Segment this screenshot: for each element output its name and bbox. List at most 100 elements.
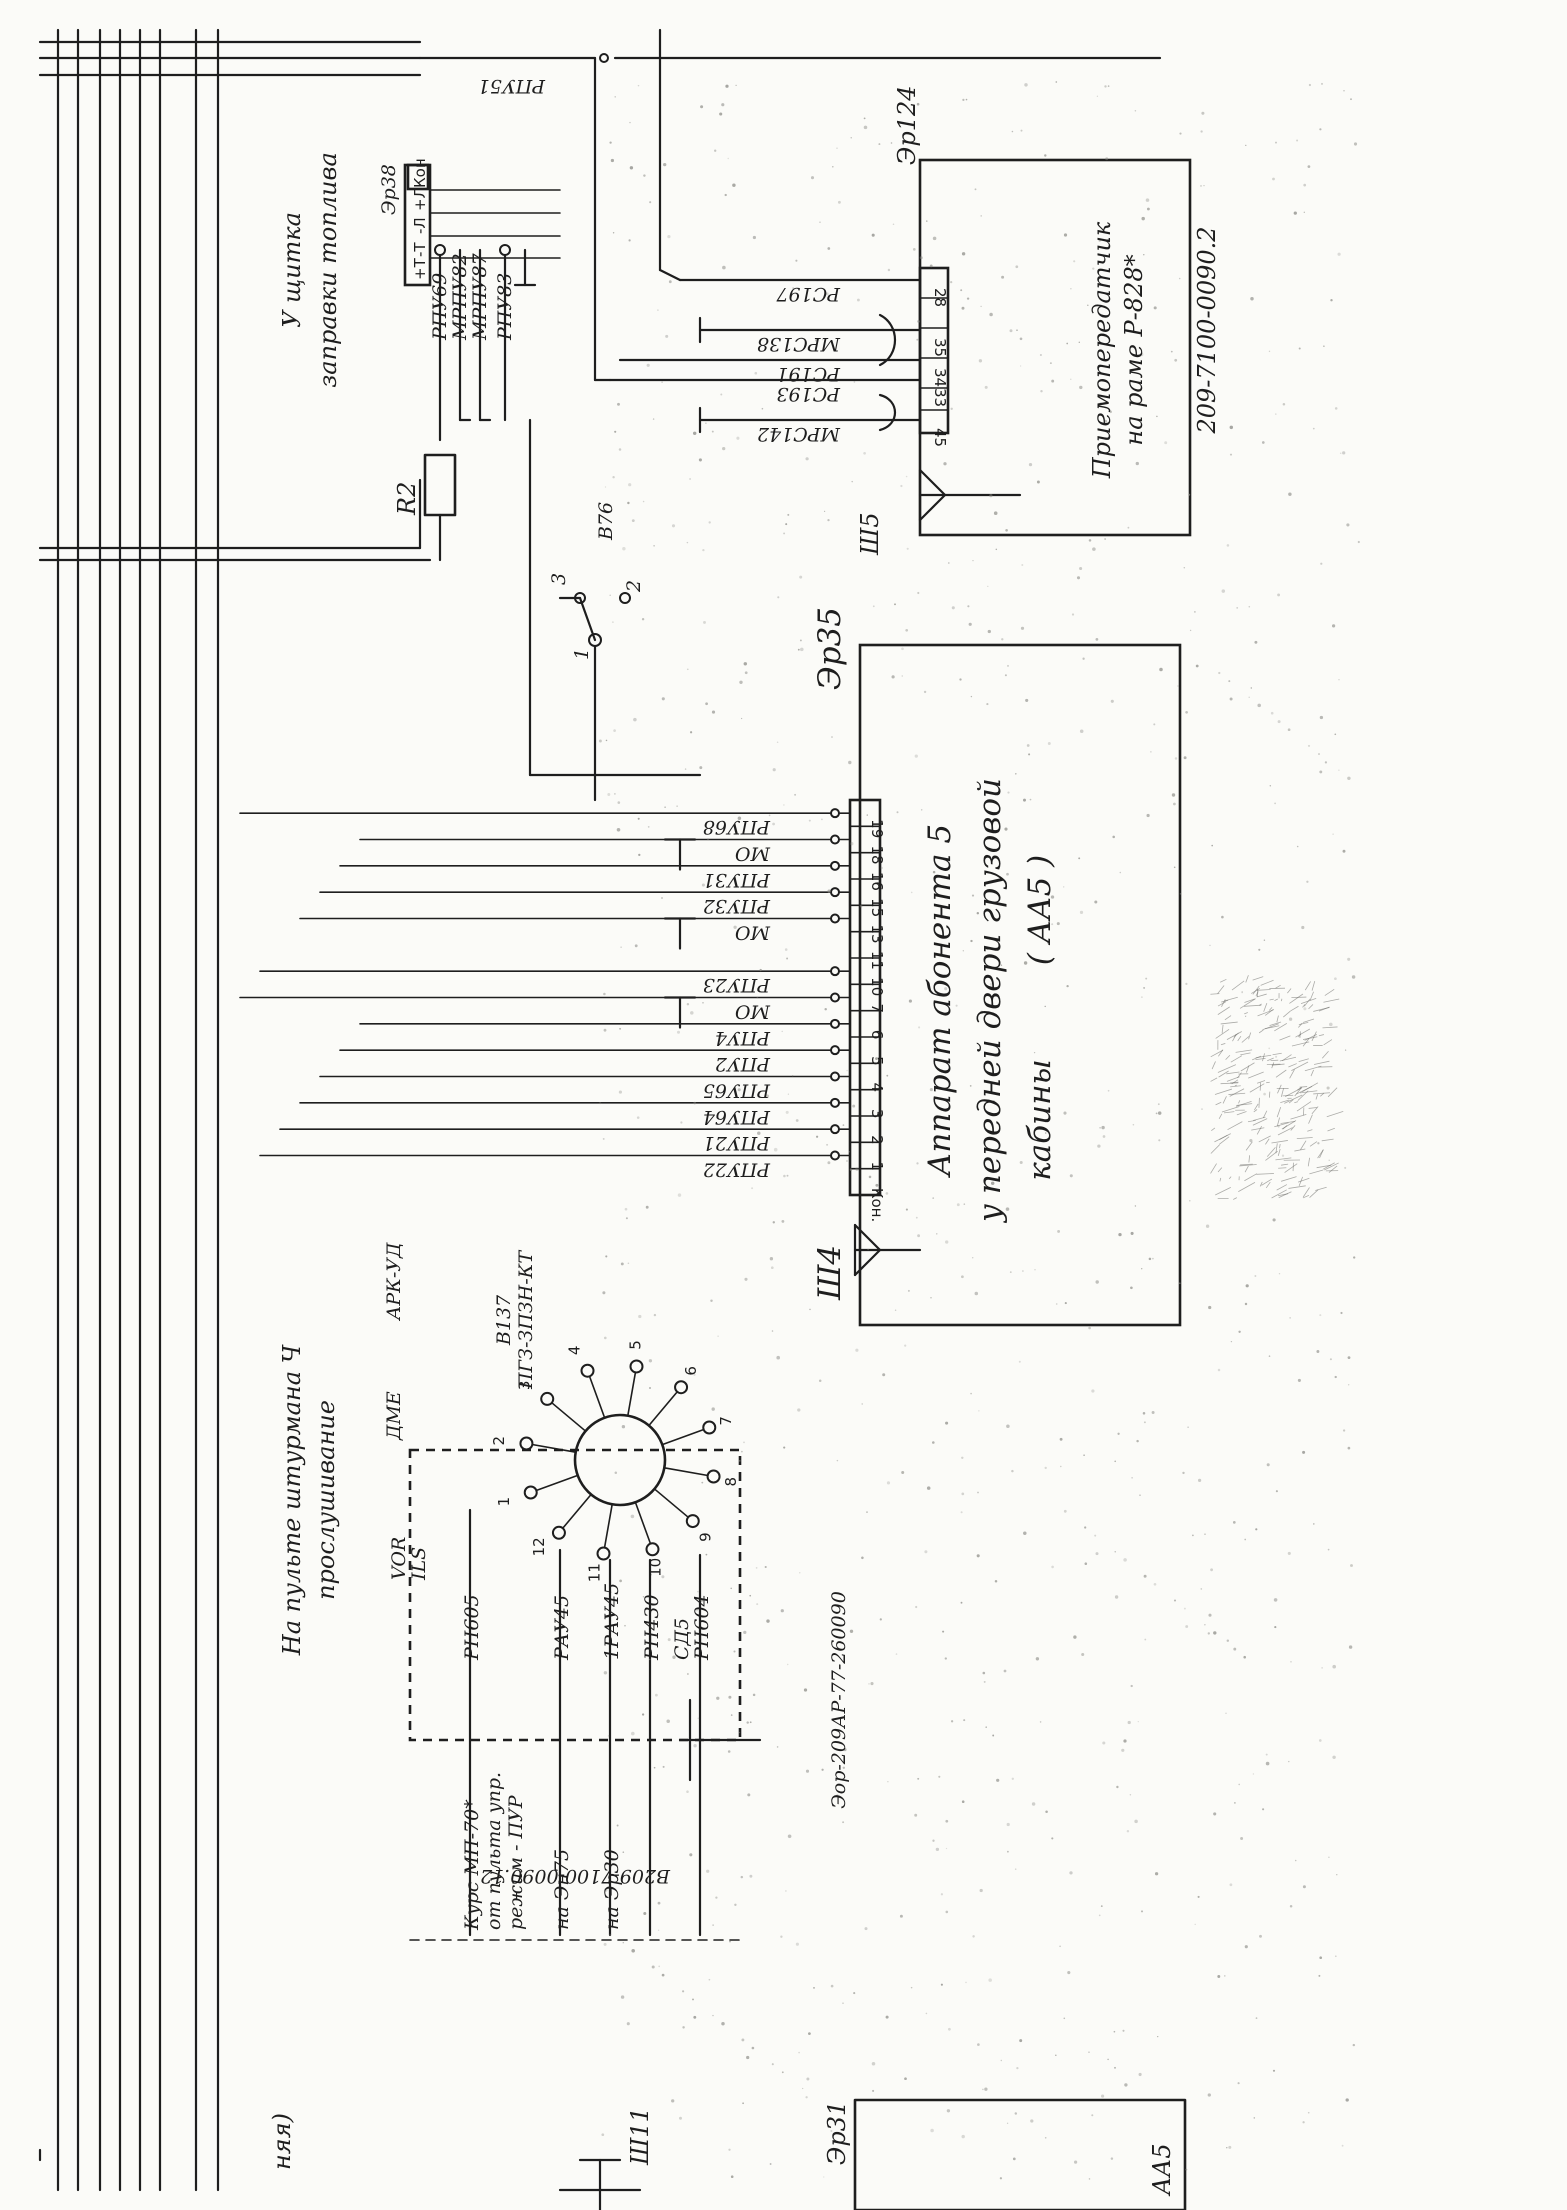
rotary-contact bbox=[702, 1420, 717, 1435]
smudge-stroke bbox=[1268, 1007, 1273, 1011]
speck bbox=[1347, 1356, 1351, 1360]
speck bbox=[929, 1088, 933, 1092]
speck bbox=[825, 292, 829, 296]
smudge-stroke bbox=[1280, 1099, 1290, 1104]
smudge-stroke bbox=[1309, 991, 1314, 1001]
speck bbox=[628, 239, 631, 242]
speck bbox=[1110, 699, 1114, 703]
speck bbox=[1137, 1720, 1139, 1723]
speck bbox=[846, 1160, 848, 1162]
speck bbox=[1334, 1375, 1337, 1379]
speck bbox=[961, 2134, 965, 2139]
speck bbox=[1272, 2069, 1276, 2072]
position-label-group: АРК-УД bbox=[383, 1242, 405, 1322]
smudge-stroke bbox=[1311, 981, 1316, 991]
aa5-pin-number-group: 16 bbox=[868, 872, 886, 891]
aa5-pin-number: 6 bbox=[868, 1030, 886, 1040]
speck bbox=[1119, 871, 1122, 874]
bottom-connector: Эр31 bbox=[823, 2101, 851, 2165]
speck bbox=[1171, 793, 1176, 797]
speck bbox=[1131, 1476, 1133, 1479]
navigator-row-text-group: Курс МП-70* bbox=[461, 1799, 483, 1931]
speck bbox=[1221, 589, 1226, 593]
speck bbox=[1289, 1904, 1293, 1908]
speck bbox=[682, 1990, 685, 1993]
navigator-row-sub2-group: режим - ПУР bbox=[505, 1794, 527, 1930]
smudge-stroke bbox=[1269, 1021, 1282, 1026]
smudge-stroke bbox=[1211, 1127, 1216, 1132]
speck bbox=[926, 220, 928, 222]
speck bbox=[894, 603, 896, 606]
b76-contact-group: 3 bbox=[548, 573, 570, 585]
speck bbox=[1244, 1302, 1248, 1306]
speck bbox=[772, 768, 776, 772]
speck bbox=[989, 983, 993, 986]
speck bbox=[977, 2043, 980, 2046]
speck bbox=[1094, 1534, 1097, 1537]
transceiver-pin-number-group: 33 bbox=[931, 388, 949, 407]
speck bbox=[630, 1514, 635, 1519]
smudge-stroke bbox=[1254, 1103, 1259, 1111]
smudge-stroke bbox=[1231, 1079, 1239, 1085]
transceiver-wire-label: РС197 bbox=[776, 283, 841, 305]
speck bbox=[641, 1713, 645, 1716]
speck bbox=[653, 1766, 656, 1769]
speck bbox=[1001, 275, 1005, 279]
speck bbox=[799, 639, 802, 642]
fuel-resistor: R2 bbox=[393, 482, 421, 516]
smudge-stroke bbox=[1271, 1140, 1288, 1144]
navigator-ref-1: Эор-209АР-77-260090 bbox=[828, 1591, 850, 1809]
navigator-row-text: Курс МП-70* bbox=[461, 1799, 483, 1931]
speck bbox=[990, 1181, 995, 1186]
speck bbox=[714, 149, 717, 152]
speck bbox=[832, 165, 834, 168]
aa5-title-1: Аппарат абонента 5 bbox=[922, 824, 958, 1178]
speck bbox=[1307, 165, 1311, 168]
speck bbox=[1006, 1424, 1010, 1429]
speck bbox=[940, 915, 944, 919]
smudge-stroke bbox=[1289, 993, 1304, 1004]
speck bbox=[1303, 183, 1307, 187]
aa5-pin-number-group: 5 bbox=[868, 1056, 886, 1066]
speck bbox=[799, 575, 803, 579]
b76-contact: 2 bbox=[623, 580, 645, 593]
speck bbox=[1004, 674, 1007, 677]
speck bbox=[1103, 419, 1108, 423]
speck bbox=[823, 510, 826, 513]
speck bbox=[896, 811, 899, 814]
speck bbox=[872, 877, 875, 879]
speck bbox=[1345, 2098, 1349, 2102]
smudge-stroke bbox=[1239, 1164, 1257, 1167]
speck bbox=[716, 1696, 720, 1700]
rotary-contact bbox=[523, 1485, 538, 1500]
speck bbox=[810, 176, 815, 180]
speck bbox=[1079, 566, 1083, 571]
speck bbox=[1312, 427, 1315, 430]
wire-terminal bbox=[830, 1150, 840, 1161]
smudge-stroke bbox=[1280, 998, 1283, 1002]
speck bbox=[1179, 132, 1182, 135]
aa5-pin-number-group: 13 bbox=[868, 925, 886, 944]
aa5-plug: Ш4 bbox=[812, 1245, 848, 1301]
speck bbox=[809, 1308, 811, 1311]
fuel-connector-label: Эр38 bbox=[378, 164, 400, 215]
speck bbox=[769, 1257, 774, 1261]
speck bbox=[1268, 350, 1271, 353]
speck bbox=[1332, 1664, 1336, 1669]
aa5-wire-label-group: РПУ23 bbox=[703, 974, 771, 996]
smudge-stroke bbox=[1324, 989, 1335, 996]
speck bbox=[980, 1010, 984, 1015]
speck bbox=[1324, 761, 1328, 764]
speck bbox=[1007, 1850, 1009, 1853]
rotary-contact bbox=[645, 1542, 660, 1557]
speck bbox=[951, 606, 955, 610]
speck bbox=[891, 675, 895, 679]
speck bbox=[1098, 239, 1101, 242]
smudge-stroke bbox=[1311, 1031, 1317, 1042]
smudge-stroke bbox=[1218, 1136, 1230, 1145]
wire-terminal bbox=[830, 808, 840, 819]
transceiver-pin-number: 45 bbox=[931, 428, 949, 447]
speck bbox=[1350, 1564, 1353, 1567]
speck bbox=[929, 264, 933, 268]
speck bbox=[1254, 640, 1258, 644]
